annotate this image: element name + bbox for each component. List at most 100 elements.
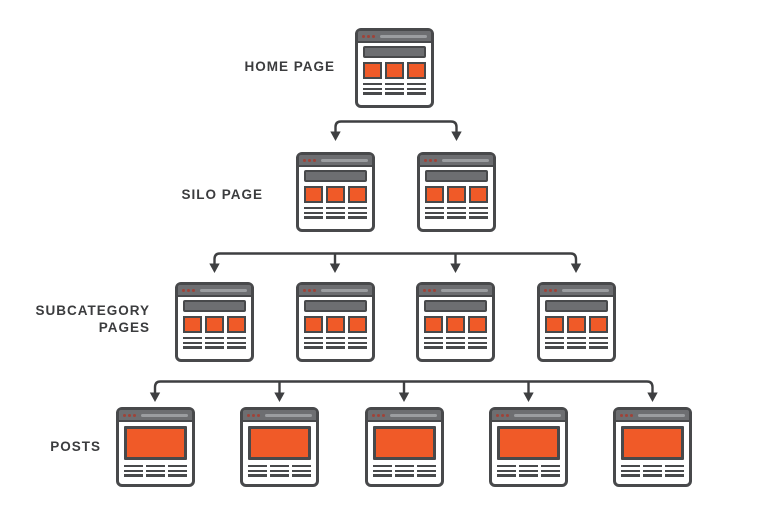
thumbnail-block xyxy=(425,186,444,203)
text-column xyxy=(665,465,684,477)
text-line xyxy=(270,465,289,468)
window-dot-icon xyxy=(423,288,426,292)
text-line xyxy=(348,216,367,219)
text-line xyxy=(363,87,382,90)
text-line xyxy=(227,341,246,344)
text-line xyxy=(348,211,367,214)
thumbnail-block xyxy=(469,186,488,203)
text-line xyxy=(424,337,443,340)
text-lines xyxy=(303,337,367,349)
posts-page-icon xyxy=(613,407,692,487)
text-line xyxy=(292,465,311,468)
window-dot-icon xyxy=(376,413,380,417)
text-line xyxy=(385,92,404,95)
text-line xyxy=(424,346,443,349)
window-titlebar xyxy=(420,155,493,167)
text-column xyxy=(497,465,516,477)
nav-bar xyxy=(183,300,246,312)
window-dot-icon xyxy=(313,158,316,162)
text-column xyxy=(348,207,367,219)
text-column xyxy=(424,337,443,349)
text-line xyxy=(145,469,165,472)
text-line xyxy=(304,211,323,214)
subcategory-page-icon xyxy=(175,282,254,362)
thumbnail-block xyxy=(424,316,443,333)
window-dot-icon xyxy=(424,158,427,162)
thumbnail-row xyxy=(303,316,367,333)
text-line xyxy=(123,474,143,477)
window-titlebar xyxy=(299,155,372,167)
window-titlebar xyxy=(298,285,372,297)
text-lines xyxy=(248,465,311,477)
text-lines xyxy=(123,465,187,477)
text-line xyxy=(643,465,662,468)
thumbnail-row xyxy=(544,316,608,333)
window-dot-icon xyxy=(381,413,385,417)
hero-image-block xyxy=(372,426,436,460)
window-dot-icon xyxy=(428,288,431,292)
subcategory-page-icon xyxy=(295,282,375,362)
text-column xyxy=(304,207,323,219)
thumbnail-block xyxy=(227,316,246,333)
text-line xyxy=(468,337,487,340)
window-dot-icon xyxy=(372,34,375,38)
window-titlebar xyxy=(419,285,492,297)
text-line xyxy=(205,341,224,344)
text-lines xyxy=(363,83,426,95)
address-bar xyxy=(265,413,312,417)
thumbnail-row xyxy=(425,186,488,203)
label-subcategory-pages: SUBCATEGORY PAGES xyxy=(35,303,150,335)
window-dot-icon xyxy=(312,288,316,292)
text-column xyxy=(469,207,488,219)
text-line xyxy=(621,465,640,468)
window-titlebar xyxy=(616,410,689,422)
text-line xyxy=(303,346,323,349)
text-column xyxy=(363,83,382,95)
text-column xyxy=(372,465,392,477)
text-lines xyxy=(621,465,684,477)
window-titlebar xyxy=(492,410,565,422)
nav-bar xyxy=(303,300,367,312)
window-dot-icon xyxy=(496,413,499,417)
hero-image-block xyxy=(123,426,187,460)
text-line xyxy=(394,465,414,468)
text-line xyxy=(183,346,202,349)
hero-image-block xyxy=(621,426,684,460)
thumbnail-block xyxy=(326,186,345,203)
address-bar xyxy=(441,288,488,292)
text-column xyxy=(425,207,444,219)
thumbnail-block xyxy=(468,316,487,333)
text-line xyxy=(416,465,436,468)
window-body xyxy=(299,167,372,219)
window-body xyxy=(119,422,192,477)
window-dot-icon xyxy=(620,413,623,417)
thumbnail-block xyxy=(446,316,465,333)
posts-page-icon xyxy=(115,407,195,487)
text-line xyxy=(248,469,267,472)
label-silo-page: SILO PAGE xyxy=(181,187,263,202)
text-line xyxy=(541,474,560,477)
window-dot-icon xyxy=(247,413,250,417)
text-line xyxy=(425,216,444,219)
text-line xyxy=(416,469,436,472)
posts-page-icon xyxy=(489,407,568,487)
window-dot-icon xyxy=(122,413,126,417)
text-line xyxy=(588,346,608,349)
home-page-icon xyxy=(355,28,434,108)
window-body xyxy=(178,297,251,349)
text-lines xyxy=(304,207,367,219)
window-body xyxy=(492,422,565,477)
text-line xyxy=(446,346,465,349)
text-column xyxy=(123,465,143,477)
text-line xyxy=(665,469,684,472)
window-dot-icon xyxy=(307,288,311,292)
thumbnail-block xyxy=(447,186,466,203)
thumbnail-block xyxy=(347,316,367,333)
text-column xyxy=(292,465,311,477)
text-column xyxy=(325,337,345,349)
text-line xyxy=(665,465,684,468)
window-body xyxy=(616,422,689,477)
text-line xyxy=(643,469,662,472)
text-column xyxy=(541,465,560,477)
